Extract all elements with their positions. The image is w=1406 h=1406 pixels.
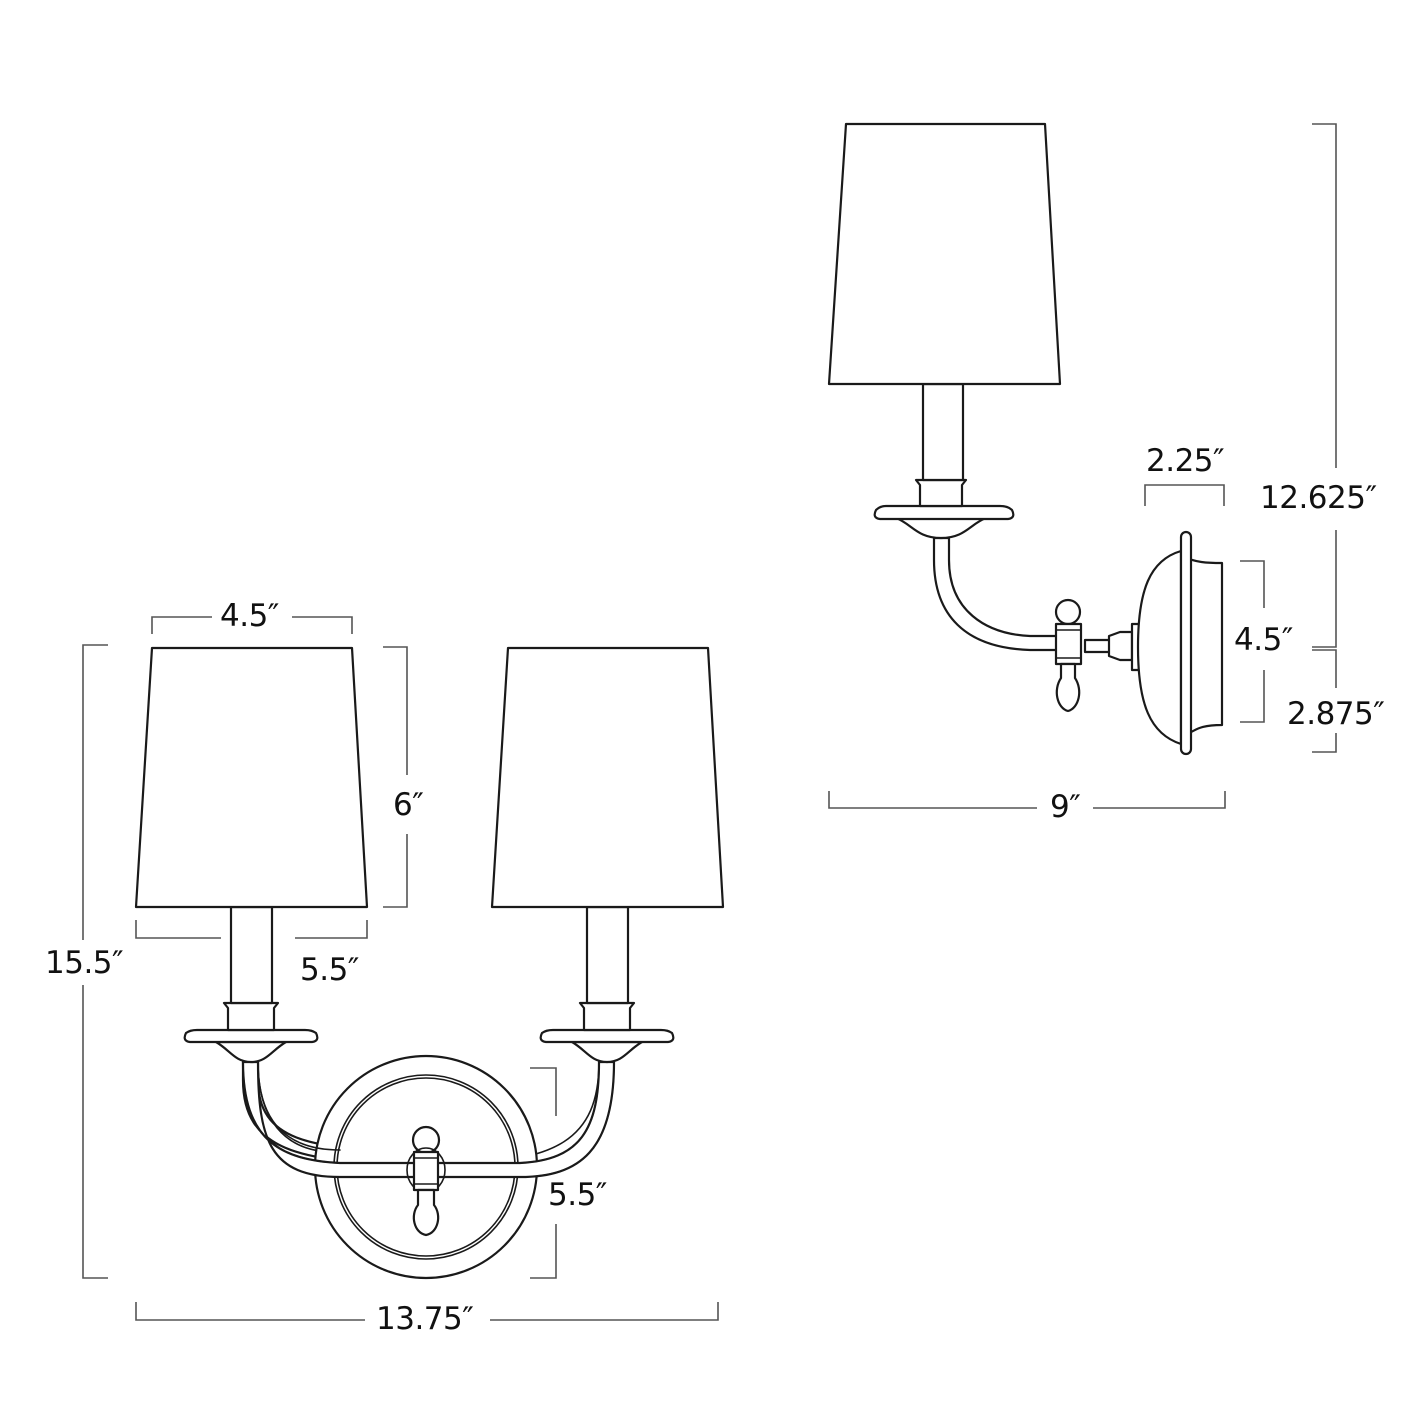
front-finial: [406, 1125, 446, 1237]
front-left-shade: [134, 646, 369, 909]
front-left-cup: [183, 905, 319, 1064]
dim-label-backplate-depth: 2.25″: [1146, 443, 1225, 479]
dim-label-backplate-height: 4.5″: [1234, 622, 1293, 658]
side-view: [827, 122, 1337, 809]
side-finial: [1054, 598, 1083, 713]
front-right-cup: [539, 905, 675, 1064]
front-right-shade: [490, 646, 725, 909]
front-view: [82, 616, 725, 1321]
dim-label-overall-height: 15.5″: [45, 945, 124, 981]
side-dimension-lines: [828, 123, 1337, 809]
dim-label-overall-width: 13.75″: [376, 1301, 474, 1337]
front-dimension-lines: [82, 616, 719, 1321]
dim-label-side-overall-height: 12.625″: [1260, 480, 1377, 516]
side-backplate: [1136, 530, 1224, 756]
dim-label-overall-extension: 9″: [1050, 789, 1081, 825]
dim-label-shade-height: 6″: [393, 787, 424, 823]
side-shade: [827, 122, 1062, 386]
dim-label-shade-bottom-width: 5.5″: [300, 952, 359, 988]
dim-label-shade-top-width: 4.5″: [220, 598, 279, 634]
dim-label-backplate-diameter: 5.5″: [548, 1177, 607, 1213]
dim-label-center-to-bottom: 2.875″: [1287, 696, 1385, 732]
